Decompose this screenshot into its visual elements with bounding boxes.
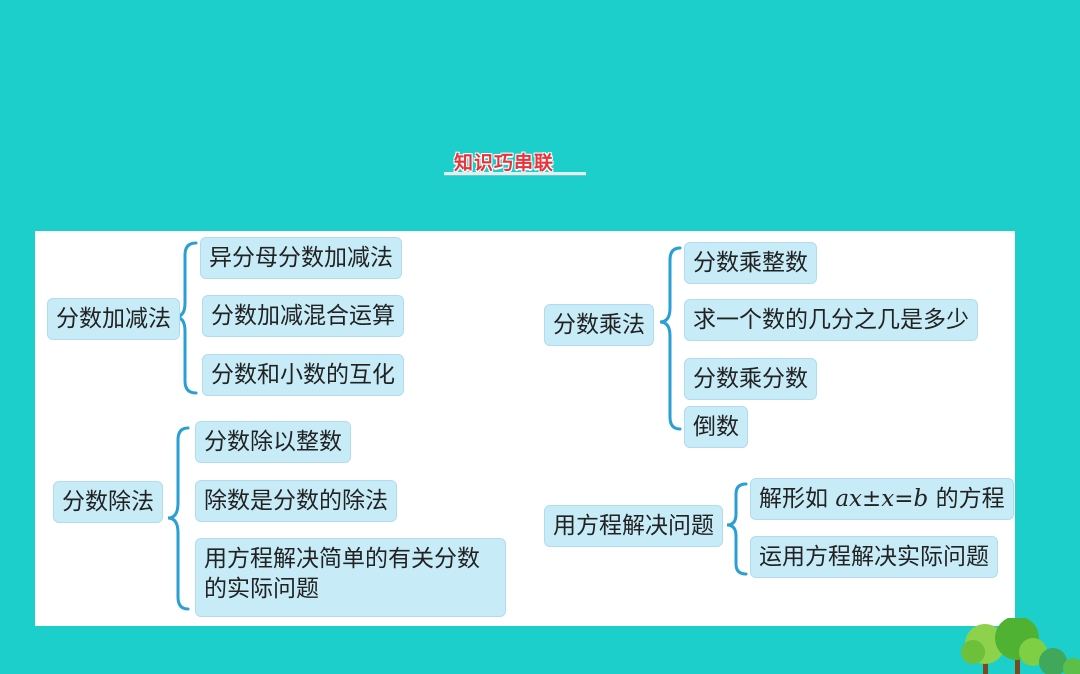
equation-var-ax: ax bbox=[835, 486, 862, 512]
topic-box: 分数除以整数 bbox=[195, 421, 351, 463]
section-title: 知识巧串联 bbox=[454, 152, 555, 174]
topic-box: 求一个数的几分之几是多少 bbox=[684, 299, 978, 341]
title-underline bbox=[444, 172, 586, 175]
equation-prefix: 解形如 bbox=[759, 486, 836, 512]
topic-box: 运用方程解决实际问题 bbox=[750, 536, 998, 578]
topic-box-equation-form: 解形如 ax±x=b 的方程 bbox=[750, 478, 1014, 520]
equation-suffix: 的方程 bbox=[928, 486, 1005, 512]
equation-var-x: x bbox=[881, 486, 895, 512]
topic-box: 异分母分数加减法 bbox=[200, 237, 402, 279]
category-fraction-multiplication: 分数乘法 bbox=[544, 304, 654, 346]
category-fraction-add-sub: 分数加减法 bbox=[47, 298, 180, 340]
topic-box: 除数是分数的除法 bbox=[195, 480, 397, 522]
brace-fraction-multiplication bbox=[659, 246, 682, 431]
tree-decoration-icon bbox=[961, 618, 1080, 674]
equation-op: ± bbox=[862, 486, 882, 512]
topic-box: 用方程解决简单的有关分数的实际问题 bbox=[195, 538, 506, 617]
topic-box: 倒数 bbox=[684, 406, 748, 448]
topic-box: 分数乘分数 bbox=[684, 358, 817, 400]
topic-box: 分数乘整数 bbox=[684, 242, 817, 284]
brace-equation-solving bbox=[726, 482, 748, 576]
equation-eq: = bbox=[894, 486, 914, 512]
category-fraction-division: 分数除法 bbox=[53, 481, 163, 523]
topic-box: 分数加减混合运算 bbox=[202, 295, 404, 337]
brace-fraction-division bbox=[167, 426, 190, 611]
concept-map-panel: 分数加减法 异分母分数加减法 分数加减混合运算 分数和小数的互化 分数除法 分数… bbox=[35, 231, 1015, 626]
topic-box: 分数和小数的互化 bbox=[202, 354, 404, 396]
equation-var-b: b bbox=[913, 486, 929, 512]
section-title-banner: 知识巧串联 bbox=[444, 140, 634, 180]
category-equation-solving: 用方程解决问题 bbox=[544, 505, 723, 547]
